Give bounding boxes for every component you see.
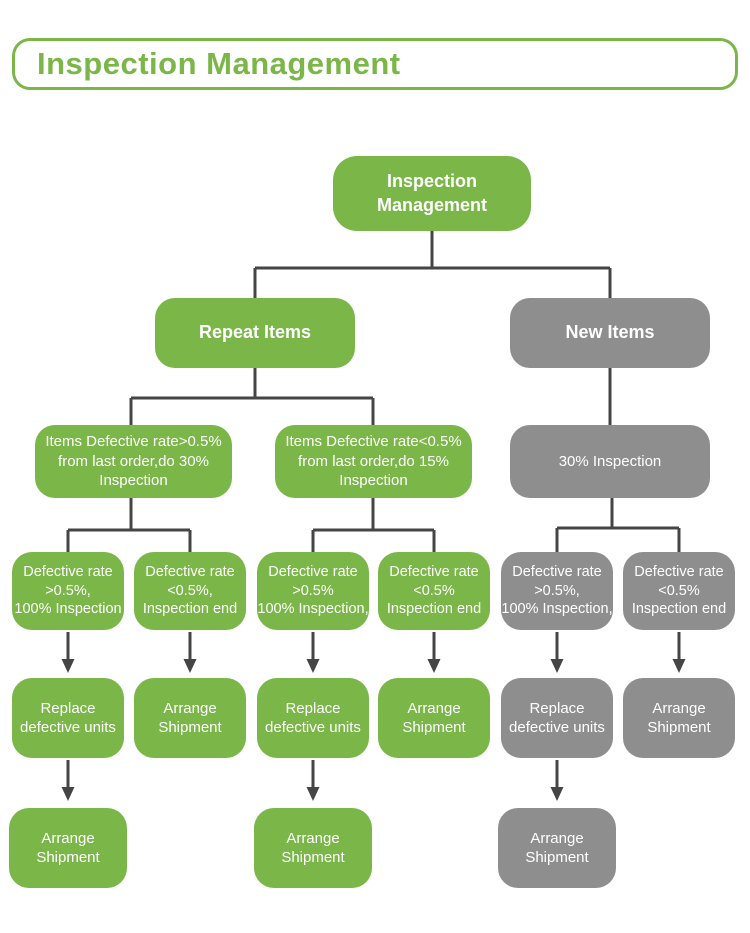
node-r2-arrange-shipment-final: Arrange Shipment	[254, 808, 372, 888]
node-repeat-30-inspection: Items Defective rate>0.5% from last orde…	[35, 425, 232, 498]
node-repeat-15-inspection: Items Defective rate<0.5% from last orde…	[275, 425, 472, 498]
page-title: Inspection Management	[37, 46, 401, 81]
node-r1-defect-high: Defective rate >0.5%, 100% Inspection	[12, 552, 124, 630]
node-r3-replace-defective-units: Replace defective units	[501, 678, 613, 758]
node-r1-arrange-shipment-final: Arrange Shipment	[9, 808, 127, 888]
node-new-items: New Items	[510, 298, 710, 368]
node-r1-defect-low: Defective rate <0.5%, Inspection end	[134, 552, 246, 630]
node-r2-arrange-shipment: Arrange Shipment	[378, 678, 490, 758]
node-r2-defect-low: Defective rate <0.5% Inspection end	[378, 552, 490, 630]
node-r2-defect-high: Defective rate >0.5% 100% Inspection,	[257, 552, 369, 630]
node-repeat-items: Repeat Items	[155, 298, 355, 368]
node-r3-arrange-shipment-final: Arrange Shipment	[498, 808, 616, 888]
node-r3-defect-high: Defective rate >0.5%, 100% Inspection,	[501, 552, 613, 630]
node-r2-replace-defective-units: Replace defective units	[257, 678, 369, 758]
node-r1-replace-defective-units: Replace defective units	[12, 678, 124, 758]
node-r3-defect-low: Defective rate <0.5% Inspection end	[623, 552, 735, 630]
page-header: Inspection Management	[12, 38, 738, 90]
node-r1-arrange-shipment: Arrange Shipment	[134, 678, 246, 758]
node-r3-arrange-shipment: Arrange Shipment	[623, 678, 735, 758]
node-new-30-inspection: 30% Inspection	[510, 425, 710, 498]
node-inspection-management: Inspection Management	[333, 156, 531, 231]
